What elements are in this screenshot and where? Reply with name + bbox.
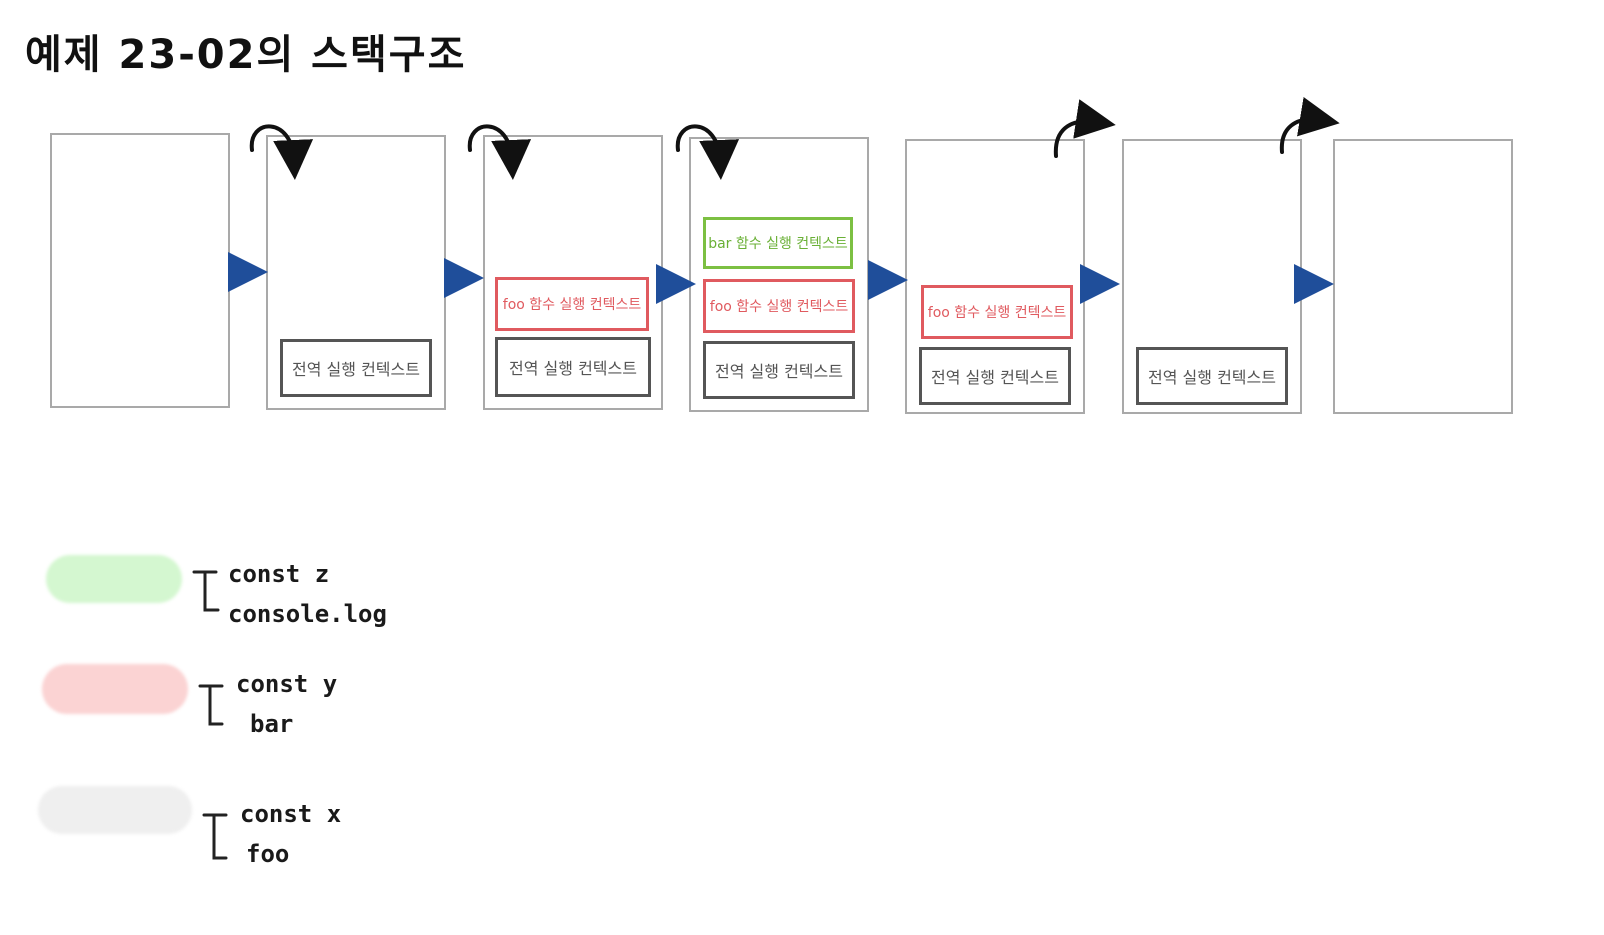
legend-text-gray: const x foo (240, 794, 341, 874)
global-execution-context: 전역 실행 컨텍스트 (280, 339, 432, 397)
legend-text-red: const y bar (236, 664, 337, 744)
legend-line: const x (240, 800, 342, 828)
legend-line: const y (236, 670, 338, 698)
legend-swatch-gray (38, 786, 192, 834)
stack-snapshot-4: bar 함수 실행 컨텍스트 foo 함수 실행 컨텍스트 전역 실행 컨텍스트 (689, 137, 869, 412)
legend-line: console.log (228, 600, 387, 628)
legend-line: bar (250, 710, 294, 738)
bar-execution-context: bar 함수 실행 컨텍스트 (703, 217, 853, 269)
global-execution-context: 전역 실행 컨텍스트 (1136, 347, 1288, 405)
legend-swatch-green (46, 555, 182, 603)
diagram-title: 예제 23-02의 스택구조 (25, 32, 467, 78)
stack-snapshot-6: 전역 실행 컨텍스트 (1122, 139, 1302, 414)
foo-execution-context: foo 함수 실행 컨텍스트 (921, 285, 1073, 339)
stack-snapshot-7 (1333, 139, 1513, 414)
global-execution-context: 전역 실행 컨텍스트 (919, 347, 1071, 405)
legend-bracket-icon (202, 813, 228, 860)
legend-text-green: const z console.log (228, 554, 387, 634)
legend-swatch-red (42, 664, 188, 714)
legend-line: foo (246, 840, 290, 868)
legend-bracket-icon (192, 570, 220, 612)
stack-snapshot-5: foo 함수 실행 컨텍스트 전역 실행 컨텍스트 (905, 139, 1085, 414)
global-execution-context: 전역 실행 컨텍스트 (495, 337, 651, 397)
global-execution-context: 전역 실행 컨텍스트 (703, 341, 855, 399)
stack-snapshot-2: 전역 실행 컨텍스트 (266, 135, 446, 410)
legend-line: const z (228, 560, 330, 588)
stack-snapshot-1 (50, 133, 230, 408)
legend-bracket-icon (198, 684, 224, 726)
stack-snapshot-3: foo 함수 실행 컨텍스트 전역 실행 컨텍스트 (483, 135, 663, 410)
foo-execution-context: foo 함수 실행 컨텍스트 (495, 277, 649, 331)
foo-execution-context: foo 함수 실행 컨텍스트 (703, 279, 855, 333)
